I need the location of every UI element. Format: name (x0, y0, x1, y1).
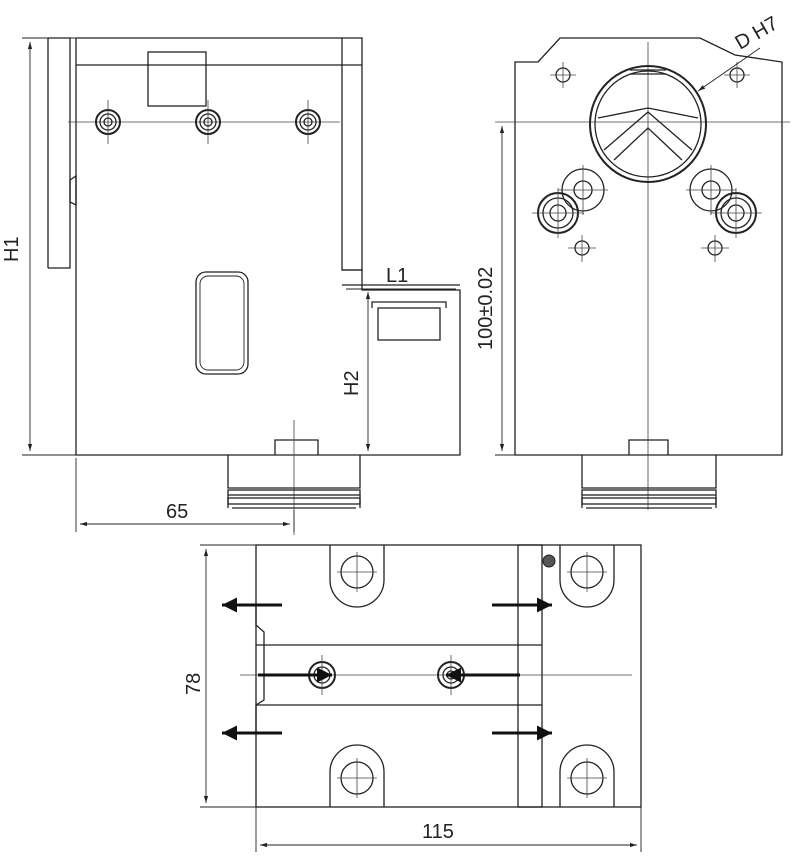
dim-100: 100±0.02 (475, 267, 497, 350)
dim-l1: L1 (386, 265, 408, 287)
screw-head-2 (195, 100, 221, 144)
side-view: H1 H2 L1 65 (1, 37, 461, 535)
top-view: 78 115 (183, 544, 642, 852)
dim-78: 78 (183, 673, 205, 695)
dim-65: 65 (166, 501, 188, 523)
dim-h2: H2 (341, 370, 363, 396)
bore-d-h7 (589, 65, 707, 183)
dim-d-h7: D H7 (732, 12, 782, 54)
screw-head-3 (295, 100, 321, 144)
screw-head-1 (95, 100, 121, 144)
dim-h1: H1 (1, 236, 23, 262)
dim-115: 115 (422, 821, 454, 843)
front-view: D H7 100±0.02 (475, 12, 790, 510)
